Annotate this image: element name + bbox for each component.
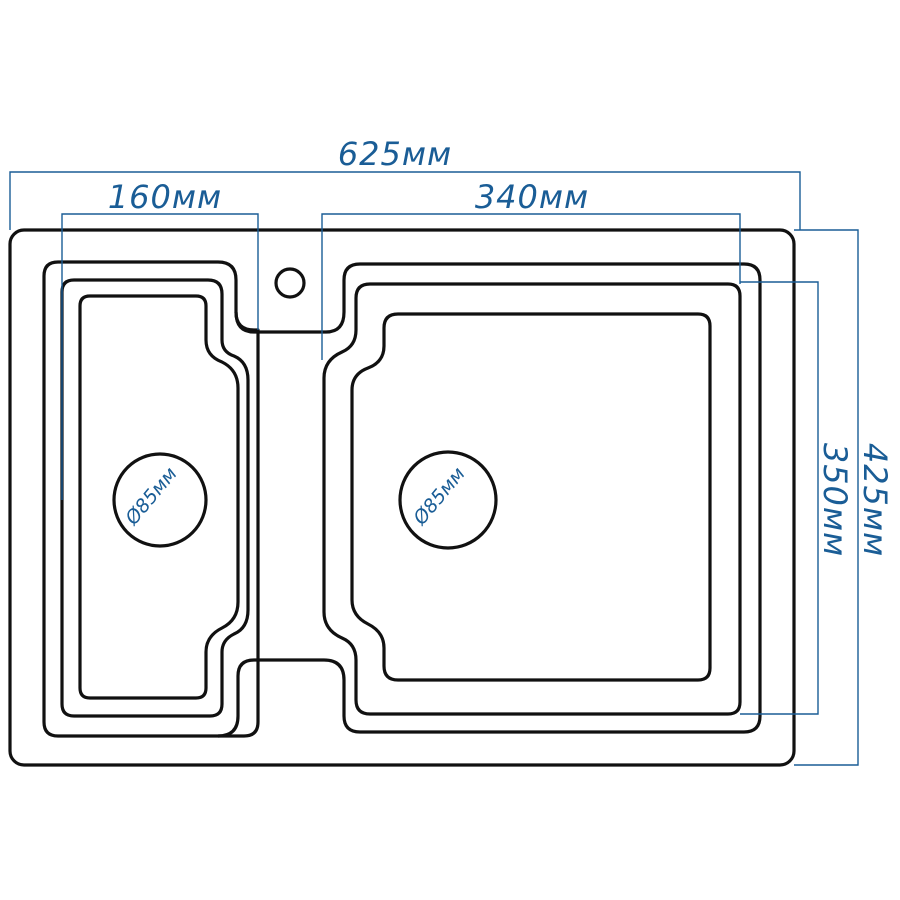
- small-bowl-basin: [78, 294, 240, 700]
- label-small-drain: Ø85мм: [121, 463, 182, 530]
- dim-line-small-bowl-width: [61, 213, 259, 500]
- label-bowl-depth: 350мм: [816, 443, 854, 557]
- large-bowl-rim-outer-side: [342, 262, 361, 312]
- label-small-bowl-width: 160мм: [108, 178, 222, 216]
- dim-line-large-bowl-width: [321, 213, 741, 360]
- small-bowl-rim-inner: [60, 278, 250, 718]
- label-total-depth: 425мм: [856, 443, 894, 557]
- large-bowl-rim-inner: [322, 282, 742, 716]
- countertop-outline: [8, 228, 796, 767]
- sink-body: [8, 228, 796, 767]
- dimension-lines: [9, 171, 859, 766]
- small-bowl-rim-outer: [42, 260, 260, 738]
- label-large-drain: Ø85мм: [409, 463, 470, 530]
- label-large-bowl-width: 340мм: [475, 178, 589, 216]
- large-bowl-basin: [350, 312, 712, 682]
- small-bowl-drain: [112, 452, 208, 548]
- center-notch-top: [234, 311, 346, 334]
- large-bowl-drain: [398, 450, 498, 550]
- dim-line-bowl-depth: [740, 281, 819, 715]
- dim-line-total-width: [9, 171, 801, 230]
- label-total-width: 625мм: [338, 135, 452, 173]
- dim-line-total-depth: [794, 229, 859, 766]
- large-bowl-rim-outer: [217, 262, 762, 738]
- tap-hole: [274, 267, 306, 299]
